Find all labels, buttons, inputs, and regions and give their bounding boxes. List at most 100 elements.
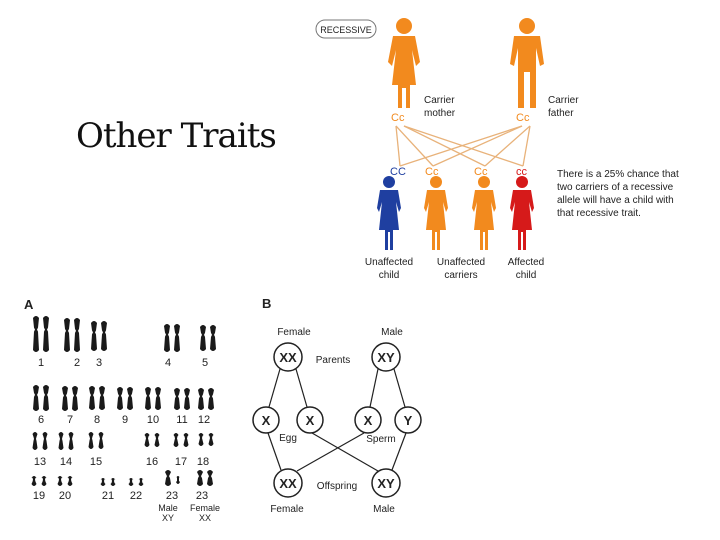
sperm-chromosome-y: Y — [404, 413, 413, 428]
egg-chromosome-1: X — [262, 413, 271, 428]
chromosome — [43, 316, 49, 352]
chromosome — [74, 318, 80, 352]
unaffected-child-figure — [377, 176, 401, 250]
child-2-genotype: Cc — [425, 166, 439, 178]
chromosome — [67, 476, 73, 486]
chromosome-number: 6 — [38, 414, 44, 426]
father-label-line1: Carrier — [548, 95, 579, 106]
father-label-line2: father — [548, 108, 574, 119]
chromosome — [72, 386, 78, 411]
top-male-label: Male — [381, 327, 403, 338]
child-1-genotype: CC — [390, 166, 406, 178]
recessive-badge — [315, 19, 377, 39]
chromosome — [100, 478, 106, 486]
chromosome — [197, 470, 203, 486]
chromosome-number: 10 — [147, 414, 159, 426]
note-line-3: allele will have a child with — [557, 195, 674, 206]
genotype-circles — [252, 342, 422, 498]
chromosome — [183, 433, 189, 447]
chromosome — [110, 478, 116, 486]
chromosome — [43, 385, 49, 411]
chromosome — [154, 433, 160, 447]
chromosome — [198, 388, 204, 410]
offspring-female-genotype: XX — [279, 476, 297, 491]
egg-circle-1 — [252, 406, 280, 434]
sperm-circle-y — [394, 406, 422, 434]
unaffected-child-label-line2: child — [379, 270, 400, 281]
mother-genotype: Cc — [391, 112, 405, 124]
chromosome-number: 21 — [102, 490, 114, 502]
note-line-2: two carriers of a recessive — [557, 182, 674, 193]
chromosome — [33, 385, 39, 411]
chromosome-number: 11 — [176, 414, 187, 426]
chromosome — [101, 321, 107, 351]
egg-chromosome-2: X — [306, 413, 315, 428]
top-female-label: Female — [277, 327, 311, 338]
affected-child-figure — [510, 176, 534, 250]
chromosome — [174, 324, 180, 352]
mother-label-line2: mother — [424, 108, 456, 119]
chromosome-number: 9 — [122, 414, 128, 426]
chromosome-number: 20 — [59, 490, 71, 502]
recessive-pedigree-diagram: RECESSIVE Cc Carrier mother Cc Carrier f… — [315, 18, 679, 281]
offspring-male-genotype: XY — [377, 476, 395, 491]
affected-child-label-line1: Affected — [508, 257, 545, 268]
unaffected-child-label-line1: Unaffected — [365, 257, 413, 268]
carrier-child-figure-2 — [472, 176, 496, 250]
male-xy-label: XY — [162, 513, 174, 523]
chromosome — [33, 316, 39, 352]
chromosome-number: 16 — [146, 456, 158, 468]
chromosome-number: 3 — [96, 357, 102, 369]
chromosome — [41, 476, 47, 486]
chromosome-pairs — [31, 316, 216, 486]
chromosome-number: 13 — [34, 456, 46, 468]
chromosome — [98, 432, 104, 449]
chromosome — [200, 325, 206, 351]
inheritance-lines — [395, 125, 531, 167]
chromosome — [184, 388, 190, 410]
chromosome — [42, 432, 48, 450]
chromosome-number: 14 — [60, 456, 72, 468]
chromosome — [138, 478, 144, 486]
father-genotype: Cc — [516, 112, 530, 124]
chromosome-number: 15 — [90, 456, 102, 468]
offspring-male-circle — [371, 468, 401, 498]
panel-a-label: A — [24, 297, 34, 312]
chromosome — [144, 433, 150, 447]
chromosome — [164, 324, 170, 352]
carriers-label-line1: Unaffected — [437, 257, 485, 268]
chromosome — [207, 470, 213, 486]
chromosome-number: 4 — [165, 357, 171, 369]
chromosome — [31, 476, 37, 486]
slide-title: Other Traits — [76, 116, 277, 156]
chromosome — [173, 433, 179, 447]
carrier-father-figure — [510, 18, 544, 108]
bottom-male-label: Male — [373, 504, 395, 515]
carriers-label-line2: carriers — [444, 270, 477, 281]
parent-male-genotype: XY — [377, 350, 395, 365]
parent-female-genotype: XX — [279, 350, 297, 365]
chromosome — [62, 386, 68, 411]
chromosome-number: 12 — [198, 414, 210, 426]
chromosome — [91, 321, 97, 351]
chromosome — [155, 387, 161, 410]
sperm-circle-x — [354, 406, 382, 434]
chromosome — [32, 432, 38, 450]
panel-b-label: B — [262, 296, 271, 311]
carrier-mother-figure — [388, 18, 420, 108]
chromosome — [99, 386, 105, 410]
probability-note: There is a 25% chance that two carriers … — [557, 169, 679, 219]
chromosome-number: 18 — [197, 456, 209, 468]
male-label: Male — [158, 503, 178, 513]
bottom-female-label: Female — [270, 504, 304, 515]
chromosome — [68, 432, 74, 450]
sperm-label: Sperm — [366, 434, 395, 445]
chromosome — [176, 476, 180, 484]
chromosome — [57, 476, 63, 486]
female-label: Female — [190, 503, 220, 513]
chromosome-number: 7 — [67, 414, 73, 426]
chromosome — [89, 386, 95, 410]
egg-circle-2 — [296, 406, 324, 434]
chromosome — [198, 433, 204, 446]
